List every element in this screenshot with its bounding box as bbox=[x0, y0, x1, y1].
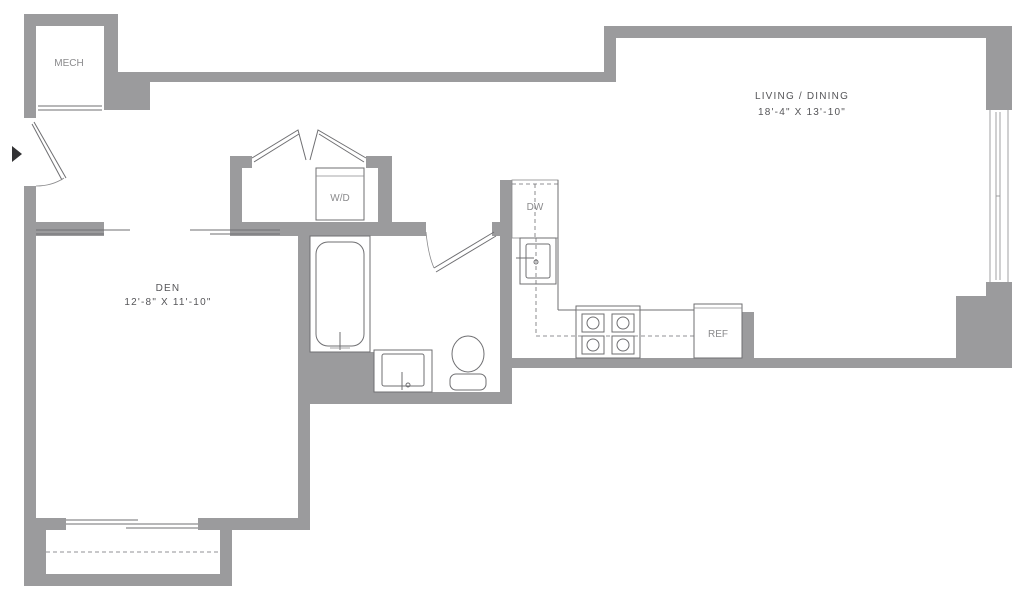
walls bbox=[24, 14, 1012, 586]
wall-balcony-bottom bbox=[24, 574, 232, 586]
living-room-dimensions: 18'-4" X 13'-10" bbox=[758, 107, 846, 118]
wall-balcony-left bbox=[24, 518, 46, 586]
wall-north-hall bbox=[104, 72, 616, 82]
toilet-icon bbox=[449, 335, 487, 391]
wall-wd-south bbox=[230, 222, 426, 236]
wall-wd-left bbox=[230, 156, 242, 236]
ref-label: REF bbox=[708, 329, 728, 340]
wall-wd-right bbox=[378, 156, 392, 236]
refrigerator bbox=[693, 303, 743, 359]
kitchen-sink-icon bbox=[516, 237, 557, 285]
wall-living-step bbox=[604, 26, 616, 82]
wd-label: W/D bbox=[330, 193, 349, 204]
range bbox=[575, 305, 641, 359]
wall-mech-left bbox=[24, 14, 36, 118]
den-room-dimensions: 12'-8" X 11'-10" bbox=[124, 297, 211, 308]
wall-wd-right-cap bbox=[366, 156, 392, 168]
wall-kitchen-stub bbox=[492, 222, 512, 236]
bath-door bbox=[425, 222, 497, 273]
dw-label: DW bbox=[527, 202, 544, 213]
stove-burner-icon bbox=[581, 313, 635, 355]
sink-icon bbox=[373, 349, 433, 393]
entry-door bbox=[24, 118, 67, 187]
wall-living-top bbox=[604, 26, 1012, 38]
wall-mech-top bbox=[24, 14, 118, 26]
wall-den-south-right bbox=[198, 518, 310, 530]
wall-west bbox=[24, 186, 36, 586]
den-sliding-door bbox=[36, 222, 280, 236]
washer-dryer bbox=[315, 167, 365, 221]
wall-den-north-left bbox=[24, 222, 104, 236]
wall-kitchen-west bbox=[500, 180, 512, 404]
wall-living-south bbox=[510, 358, 1012, 368]
wall-balcony-right bbox=[220, 518, 232, 586]
wall-living-east-upper bbox=[986, 26, 1012, 110]
wall-den-east bbox=[298, 226, 310, 528]
living-window bbox=[988, 110, 1010, 282]
den-balcony-door bbox=[46, 518, 220, 553]
wall-ref-pier bbox=[742, 312, 754, 368]
living-room-name: LIVING / DINING bbox=[755, 91, 849, 102]
wall-notch bbox=[104, 72, 150, 110]
wall-living-pier bbox=[956, 296, 1012, 368]
den-room-name: DEN bbox=[156, 283, 181, 294]
mech-door-threshold bbox=[38, 105, 102, 111]
mech-label: MECH bbox=[54, 58, 83, 69]
entry-arrow-icon bbox=[12, 146, 22, 162]
bathtub-icon bbox=[309, 235, 371, 353]
wd-bifold-doors bbox=[251, 129, 367, 163]
wall-bath-ledge bbox=[298, 352, 374, 404]
wall-wd-left-cap bbox=[230, 156, 252, 168]
